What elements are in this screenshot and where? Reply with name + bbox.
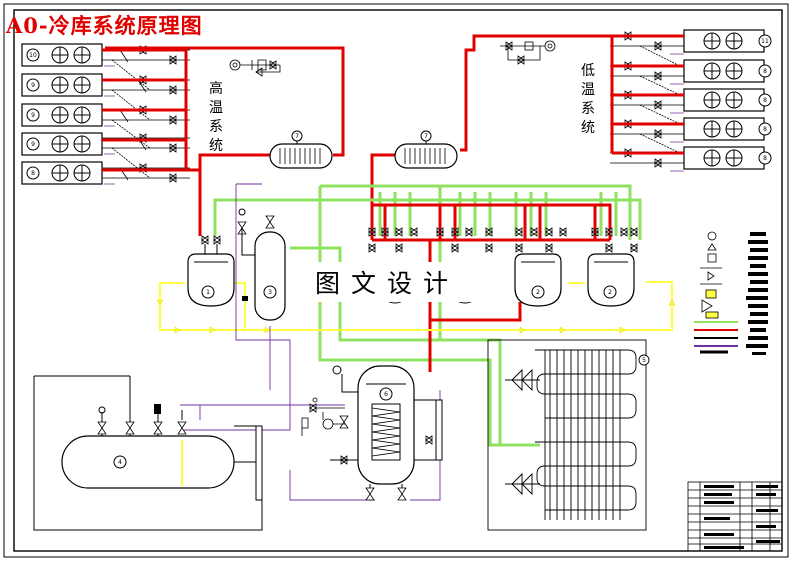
title-block-fill (704, 485, 780, 549)
horizontal-receiver: 4 (33, 375, 263, 531)
inner-border (13, 9, 783, 552)
left-unit-5 (21, 161, 103, 185)
receiver-number: 4 (118, 459, 122, 466)
air-condenser-number: 5 (642, 357, 646, 364)
watermark-overlay: 图文设计 (289, 262, 485, 302)
low-temp-system-label: 低温系统 (581, 63, 595, 136)
left-evaporator-units: 10 9 9 9 8 (21, 43, 103, 185)
vertical-tank: 6 (330, 365, 443, 501)
right-unit-1-number: 11 (761, 38, 769, 45)
right-unit-piping (610, 35, 684, 164)
compressor-left-number: 1 (206, 289, 210, 296)
left-unit-2-number: 9 (31, 82, 35, 89)
right-evaporator-units: 11 8 8 8 8 (683, 29, 772, 170)
left-unit-4 (21, 132, 103, 156)
right-unit-3 (683, 88, 765, 112)
right-unit-2-number: 8 (763, 68, 767, 75)
right-unit-4-number: 8 (763, 126, 767, 133)
diagram-title: A0-冷库系统原理图 (6, 13, 203, 38)
liquid-lines (213, 184, 642, 447)
left-unit-2 (21, 73, 103, 97)
right-condenser: 7 (394, 130, 458, 169)
left-valves (139, 45, 177, 183)
compressor-right-a: 2 (514, 253, 562, 307)
compressor-right-a-number: 2 (536, 289, 540, 296)
top-right-valve-row (500, 40, 556, 65)
left-unit-piping (102, 49, 190, 181)
left-hot-gas-lines (102, 46, 345, 236)
compressor-right-b: 2 (587, 253, 635, 307)
oil-separator: 3 (237, 208, 286, 321)
left-purple-lines (104, 65, 115, 185)
tank-number: 6 (384, 391, 388, 398)
left-unit-5-number: 8 (31, 170, 35, 177)
right-unit-1 (683, 29, 765, 53)
left-condenser-number: 7 (295, 133, 299, 140)
tank-inlet-valves (301, 397, 345, 436)
center-valve-columns (368, 227, 638, 253)
suction-arrows (156, 299, 676, 334)
left-unit-3-number: 9 (31, 112, 35, 119)
right-condenser-number: 7 (424, 133, 428, 140)
separator-number: 3 (268, 289, 272, 296)
left-unit-1-number: 10 (29, 52, 37, 59)
right-unit-2 (683, 59, 765, 83)
title-block (687, 481, 783, 552)
right-unit-3-number: 8 (763, 97, 767, 104)
top-left-valve-row (229, 59, 281, 77)
left-unit-3 (21, 103, 103, 127)
right-unit-4 (683, 117, 765, 141)
compressor-right-b-number: 2 (608, 289, 612, 296)
compressor-left: 1 (187, 235, 235, 307)
left-unit-1 (21, 43, 103, 67)
left-unit-4-number: 9 (31, 141, 35, 148)
high-temp-system-label: 高温系统 (209, 81, 223, 154)
right-unit-5-number: 8 (763, 155, 767, 162)
right-unit-5 (683, 146, 765, 170)
right-hot-gas-lines (370, 34, 684, 205)
air-cooled-condenser (487, 339, 650, 531)
right-valves (624, 31, 662, 168)
right-purple-lines (670, 53, 684, 172)
legend-bars (746, 232, 768, 355)
left-condenser: 7 (269, 130, 333, 169)
center-hot-gas-lines (370, 203, 612, 372)
outer-border (3, 3, 789, 558)
legend-symbols (694, 231, 738, 354)
